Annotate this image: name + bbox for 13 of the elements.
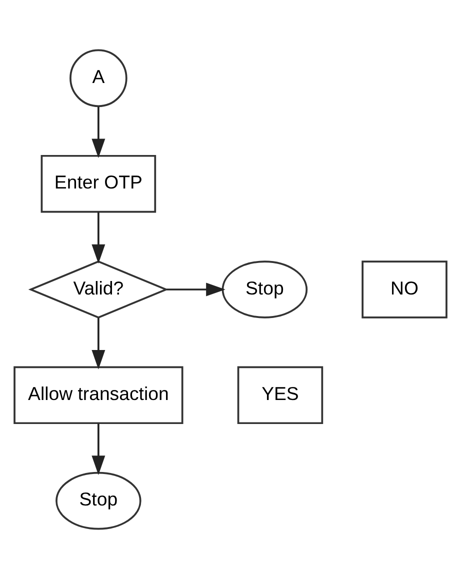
node-circle: A: [70, 48, 128, 107]
node-box: Allow transaction: [14, 366, 184, 424]
arrow: [166, 282, 226, 296]
arrow: [92, 212, 106, 264]
node-box: YES: [237, 366, 324, 424]
arrow: [92, 318, 106, 369]
arrow: [92, 106, 106, 158]
node-box: NO: [362, 260, 448, 318]
arrow: [92, 423, 106, 474]
node-box: Enter OTP: [40, 154, 156, 212]
node-diamond: Valid?: [28, 260, 169, 318]
node-ellipse: Stop: [56, 471, 142, 530]
node-ellipse: Stop: [222, 260, 308, 318]
